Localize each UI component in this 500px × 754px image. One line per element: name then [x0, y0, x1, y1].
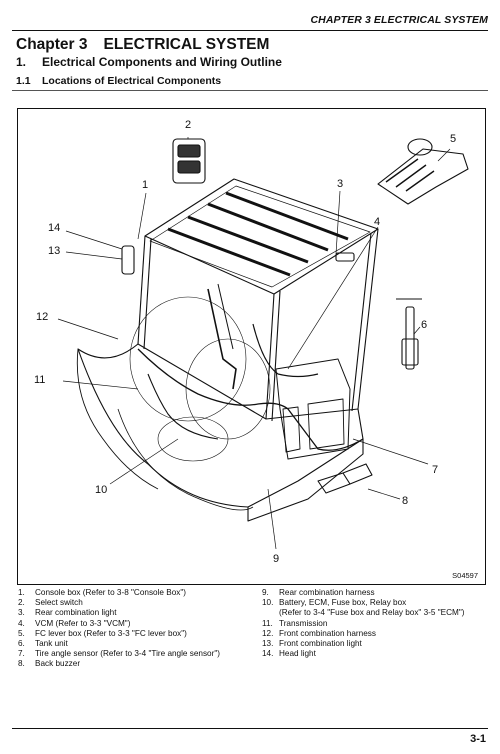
section-title: Electrical Components and Wiring Outline: [42, 55, 282, 69]
legend-item: 8.Back buzzer: [18, 659, 81, 669]
legend-item: 2.Select switch: [18, 598, 83, 608]
legend-item: 9.Rear combination harness: [262, 588, 375, 597]
subsection-heading: 1.1 Locations of Electrical Components: [16, 75, 221, 87]
legend-item: 12.Front combination harness: [262, 628, 376, 638]
callout-11: 11: [34, 374, 46, 386]
footer-rule: [12, 728, 488, 730]
legend-item: 10.Battery, ECM, Fuse box, Relay box(Ref…: [262, 598, 465, 618]
running-header: CHAPTER 3 ELECTRICAL SYSTEM: [310, 14, 488, 26]
component-location-figure: 2 1 3 4 5 6 7 8 9 10 11 12 13 14 S04597: [17, 108, 486, 585]
callout-10: 10: [95, 484, 108, 496]
callout-6: 6: [421, 319, 428, 331]
wiring-harness: [137, 348, 364, 451]
subsection-title: Locations of Electrical Components: [42, 75, 222, 87]
forklift-line-drawing: [57, 137, 469, 550]
fc-lever-box: [377, 148, 469, 205]
callout-8: 8: [402, 495, 409, 507]
callout-14: 14: [48, 222, 61, 234]
callout-2: 2: [185, 119, 192, 131]
legend-left-column: 1.Console box (Refer to 3-8 "Console Box…: [18, 588, 240, 670]
callout-1: 1: [142, 179, 149, 191]
tank-unit: [405, 306, 415, 370]
callout-12: 12: [36, 311, 49, 323]
truck-body: [77, 343, 364, 508]
subsection-number: 1.1: [16, 75, 31, 87]
callout-4: 4: [374, 216, 381, 228]
legend-item: 7.Tire angle sensor (Refer to 3-4 "Tire …: [18, 649, 220, 659]
callout-13: 13: [48, 245, 61, 257]
legend-item: 11.Transmission: [262, 618, 328, 628]
page-number: 3-1: [470, 733, 486, 745]
callout-3: 3: [337, 178, 344, 190]
section-heading: 1. Electrical Components and Wiring Outli…: [16, 55, 282, 69]
chapter-number: Chapter 3: [16, 36, 88, 53]
head-light: [121, 245, 135, 275]
header-rule: [12, 30, 488, 32]
callout-5: 5: [450, 133, 457, 145]
legend-right-column: 9.Rear combination harness 10.Battery, E…: [262, 588, 484, 659]
legend-item: 3.Rear combination light: [18, 608, 117, 618]
chapter-title: ELECTRICAL SYSTEM: [103, 36, 270, 53]
legend-item: 4.VCM (Refer to 3-3 "VCM"): [18, 618, 131, 628]
legend-item: 6.Tank unit: [18, 639, 68, 649]
section-number: 1.: [16, 55, 27, 69]
callout-7: 7: [432, 464, 439, 476]
chapter-heading: Chapter 3 ELECTRICAL SYSTEM: [16, 36, 269, 54]
select-switch: [172, 138, 206, 184]
subsection-rule: [12, 90, 488, 91]
figure-code: S04597: [452, 571, 478, 580]
callout-9: 9: [273, 553, 280, 565]
legend-item: 13.Front combination light: [262, 639, 362, 649]
back-buzzer: [317, 472, 351, 494]
legend-item: 5.FC lever box (Refer to 3-3 "FC lever b…: [18, 628, 187, 638]
legend-item: 1.Console box (Refer to 3-8 "Console Box…: [18, 588, 186, 597]
legend-item: 14.Head light: [262, 649, 316, 659]
